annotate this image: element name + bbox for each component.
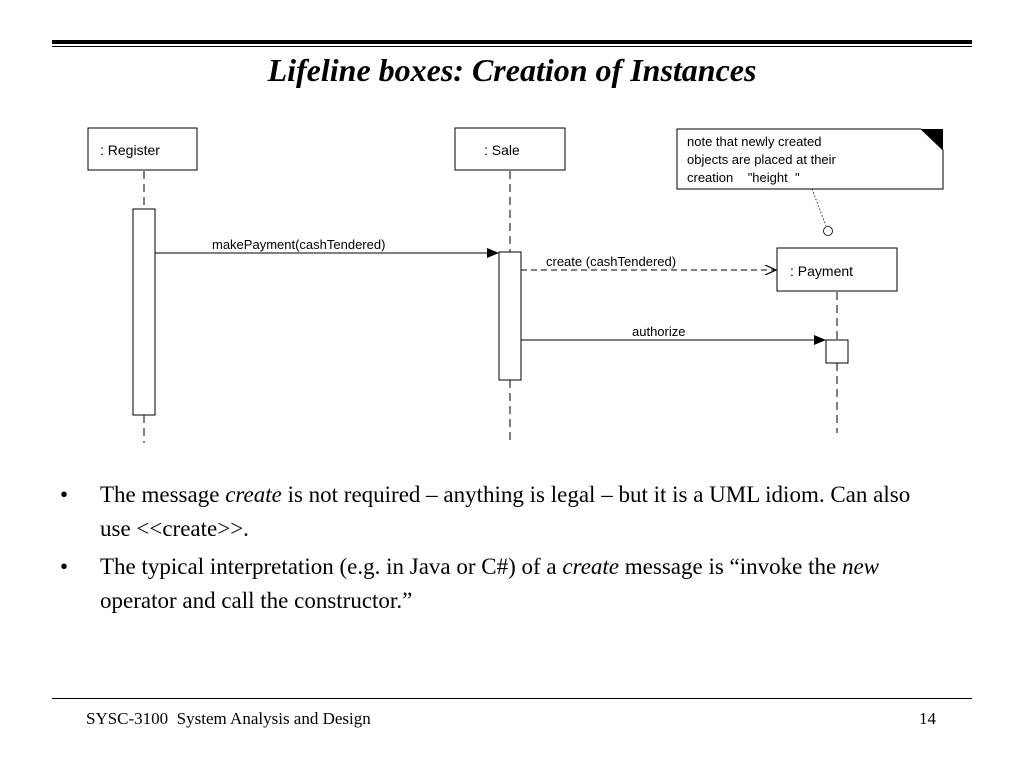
footer-page-number: 14 bbox=[919, 709, 936, 728]
sale-head-box bbox=[454, 127, 566, 171]
message-create: create (cashTendered) bbox=[521, 254, 776, 270]
payment-head-box bbox=[776, 247, 898, 292]
bullet-1-em-create: create bbox=[225, 482, 282, 507]
bullet-list: • The message create is not required – an… bbox=[60, 478, 940, 622]
payment-label: : Payment bbox=[790, 263, 853, 279]
note-anchor-line bbox=[811, 188, 827, 227]
register-label: : Register bbox=[100, 142, 160, 158]
bullet-2-em-new: new bbox=[841, 554, 880, 579]
bullet-1-text-b: is not required – anything is legal – bu… bbox=[100, 482, 911, 541]
bullet-marker: • bbox=[60, 554, 69, 579]
note-line-2: objects are placed at their bbox=[687, 152, 837, 167]
top-rule-thick bbox=[52, 40, 972, 44]
bullet-item-2: • The typical interpretation (e.g. in Jav… bbox=[60, 550, 940, 618]
sequence-diagram: : Register : Sale : Payment makePayment(… bbox=[87, 127, 944, 443]
message-authorize: authorize bbox=[521, 324, 826, 345]
register-activation-bar bbox=[132, 208, 156, 416]
bullet-1-text-a: The message bbox=[100, 482, 226, 507]
footer-course: SYSC-3100 System Analysis and Design bbox=[86, 709, 371, 728]
sale-label: : Sale bbox=[484, 142, 520, 158]
footer-rule bbox=[52, 698, 972, 699]
lifeline-sale: : Sale bbox=[454, 127, 566, 443]
note-line-1: note that newly created bbox=[687, 134, 821, 149]
bullet-2-em-create: create bbox=[562, 554, 620, 579]
uml-note: note that newly created objects are plac… bbox=[676, 128, 944, 236]
authorize-label: authorize bbox=[632, 324, 685, 339]
note-anchor-circle bbox=[823, 226, 833, 236]
register-head-box bbox=[87, 127, 198, 171]
top-rule-thin bbox=[52, 46, 972, 47]
bullet-item-1: • The message create is not required – an… bbox=[60, 478, 940, 546]
lifeline-payment: : Payment bbox=[776, 247, 898, 433]
note-line-3: creation "height " bbox=[687, 170, 800, 185]
note-box bbox=[676, 128, 944, 190]
bullet-2-text-c: operator and call the constructor.” bbox=[100, 588, 413, 613]
create-label: create (cashTendered) bbox=[546, 254, 676, 269]
lifeline-register: : Register bbox=[87, 127, 198, 443]
bullet-2-text-a: The typical interpretation (e.g. in Java… bbox=[100, 554, 563, 579]
slide-title: Lifeline boxes: Creation of Instances bbox=[267, 52, 757, 88]
note-folded-corner bbox=[921, 129, 943, 150]
message-make-payment: makePayment(cashTendered) bbox=[155, 237, 499, 258]
bullet-2-text-b: message is “invoke the bbox=[619, 554, 842, 579]
make-payment-label: makePayment(cashTendered) bbox=[212, 237, 385, 252]
bullet-marker: • bbox=[60, 482, 69, 507]
sale-activation-bar bbox=[498, 251, 522, 381]
payment-activation-bar bbox=[825, 339, 849, 364]
